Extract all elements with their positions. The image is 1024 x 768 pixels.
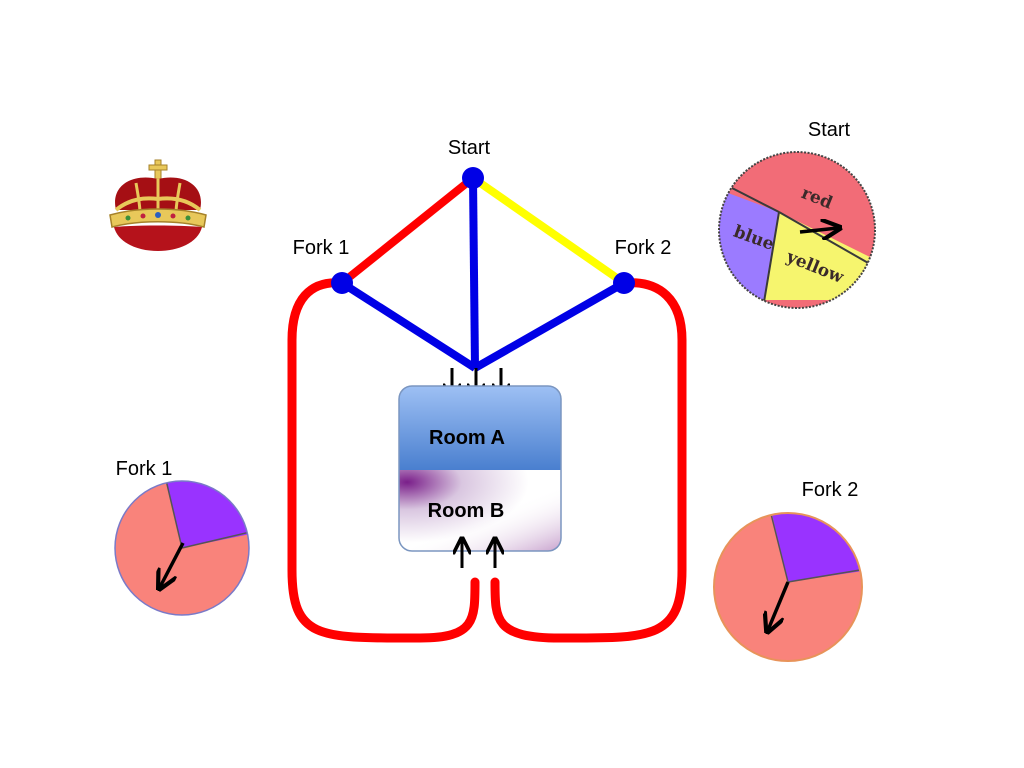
start-spinner-needle (799, 228, 838, 232)
fork1-spinner-needle (160, 542, 185, 587)
red-path-right (490, 278, 687, 643)
start-spinner-title: Start (808, 119, 851, 141)
fork1-spinner (114, 480, 250, 616)
fork2-node (613, 272, 635, 294)
fork2-spinner-needle (768, 581, 790, 630)
fork1-spinner-title: Fork 1 (116, 458, 173, 480)
blue-path-fork2 (473, 279, 626, 372)
fork1-label: Fork 1 (293, 237, 350, 259)
crown-icon (109, 159, 207, 251)
fork2-spinner (713, 512, 863, 662)
room-b-arrows (462, 540, 495, 568)
start-spinner: red blue yellow (718, 151, 876, 309)
start-label: Start (448, 137, 491, 159)
room-b-label: Room B (428, 500, 505, 522)
blue-path-fork1 (339, 279, 478, 372)
start-node (462, 167, 484, 189)
yellow-path-start-fork2 (470, 174, 627, 287)
fork1-node (331, 272, 353, 294)
blue-path-start (469, 177, 479, 369)
red-path-left (287, 278, 480, 643)
fork2-spinner-title: Fork 2 (802, 479, 859, 501)
rooms-box (398, 385, 562, 552)
red-path-start-fork1 (339, 174, 476, 287)
fork2-label: Fork 2 (615, 237, 672, 259)
room-a-label: Room A (429, 427, 505, 449)
